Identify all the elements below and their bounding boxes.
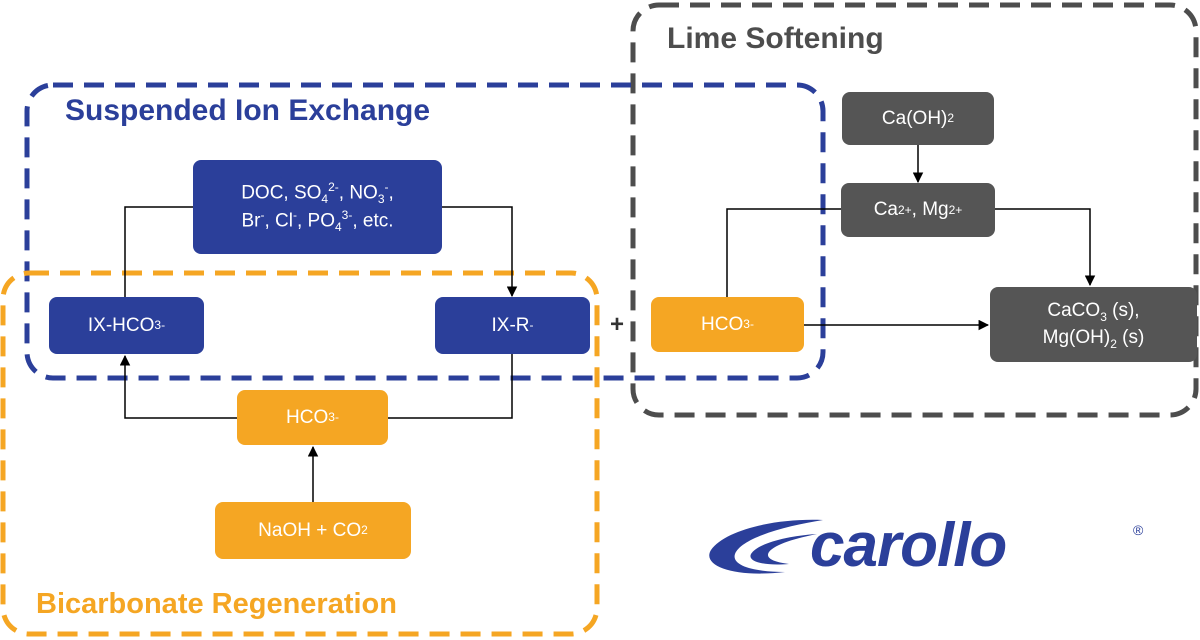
connector-camg-to-products — [995, 208, 1096, 287]
registered-mark: ® — [1133, 522, 1144, 538]
products-line-2: Mg(OH)2 (s) — [1042, 326, 1145, 351]
products-line-1: CaCO3 (s), — [1047, 299, 1140, 324]
carollo-logo-swoosh — [709, 519, 823, 574]
carollo-logo-text: carollo — [810, 511, 1007, 580]
connector-ions-to-ix-r — [442, 206, 518, 298]
connector-ix-hco3-to-ions — [124, 206, 193, 297]
connector-hco3-to-camg — [726, 208, 841, 297]
ion-exchange-border — [24, 82, 826, 381]
bicarbonate-title: Bicarbonate Regeneration — [36, 588, 397, 620]
ions-node: DOC, SO42-, NO3-, Br-, Cl-, PO43-, etc. — [193, 160, 442, 254]
lime-softening-border — [630, 2, 1199, 418]
ion-exchange-title: Suspended Ion Exchange — [65, 94, 431, 127]
connector-ix-r-to-hco3 — [388, 354, 513, 419]
plus-sign: + — [610, 311, 625, 338]
lime-softening-title: Lime Softening — [667, 22, 884, 55]
ions-line-2: Br-, Cl-, PO43-, etc. — [241, 208, 394, 235]
products-node: CaCO3 (s), Mg(OH)2 (s) — [990, 287, 1197, 362]
connector-hco3-to-ix-hco3 — [119, 354, 237, 419]
ix-r-node: IX-R- — [435, 297, 590, 354]
caoh2-node: Ca(OH)2 — [842, 92, 994, 145]
ions-line-1: DOC, SO42-, NO3-, — [241, 179, 394, 206]
